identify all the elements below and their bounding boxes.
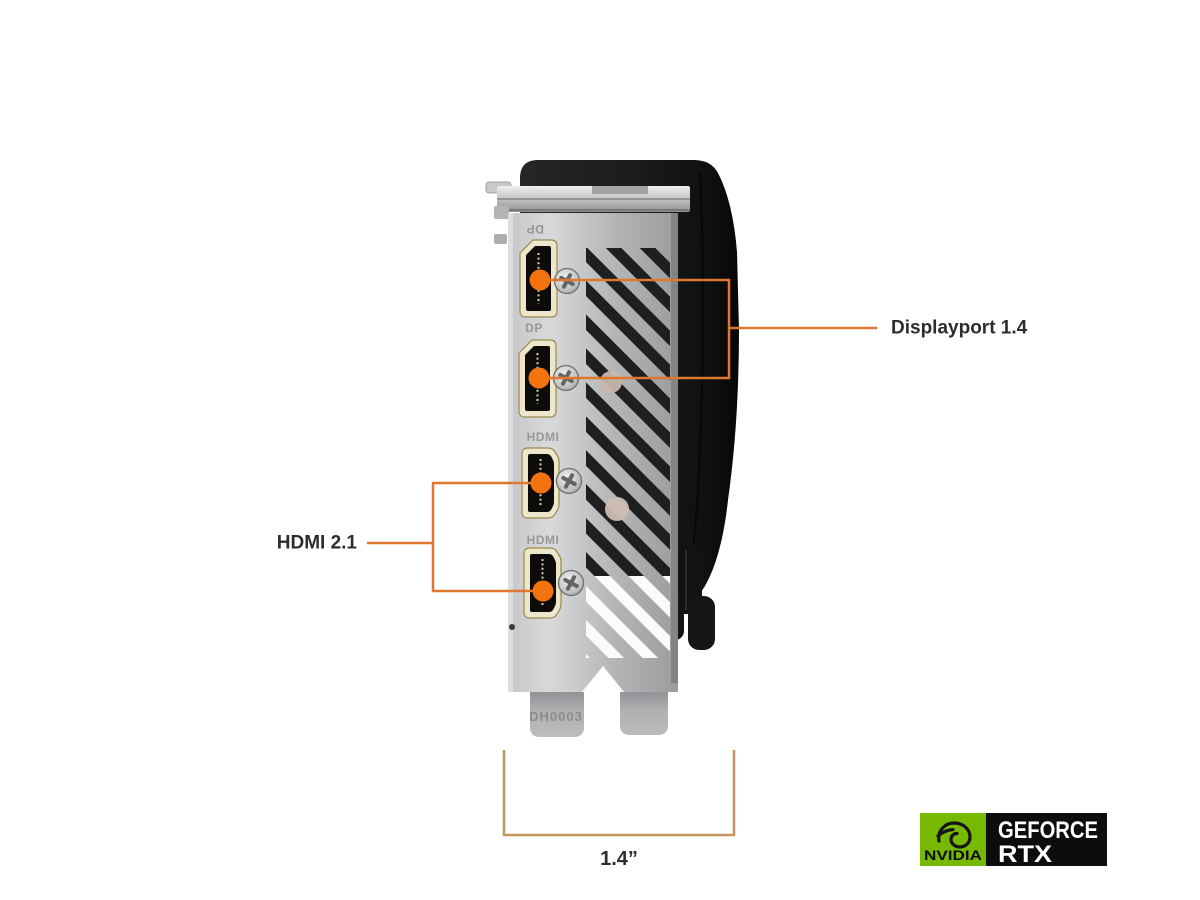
port-stamp-hdmi-1: HDMI: [527, 430, 560, 444]
port-stamp-dp-2: DP: [525, 321, 543, 335]
vent-grille-upper: [586, 248, 670, 576]
bracket-top-lip: [485, 181, 690, 244]
geforce-text: GEFORCE: [998, 817, 1098, 844]
callout-dot-dp-2: [528, 367, 550, 389]
width-dimension: 1.4”: [502, 750, 736, 870]
displayport-callout-label: Displayport 1.4: [891, 318, 1028, 339]
bracket-plate-left-highlight: [508, 213, 513, 692]
geforce-rtx-badge: NVIDIA GEFORCE RTX: [920, 813, 1107, 868]
callout-dot-hdmi-1: [530, 472, 552, 494]
nvidia-logo: NVIDIA: [924, 821, 982, 863]
rtx-text: RTX: [998, 841, 1052, 868]
graphics-card: DH0003 DP DP HDMI HDMI: [485, 160, 739, 737]
nvidia-eye-icon: [936, 821, 972, 849]
bracket-serial: DH0003: [529, 709, 583, 724]
bracket-screw-4: [557, 569, 585, 597]
hdmi-callout-lines: [367, 481, 543, 593]
callout-dots: [528, 269, 554, 602]
bracket-screw-3: [555, 467, 583, 495]
bracket-tab-right: [620, 692, 668, 735]
bracket-tab-left: [530, 692, 584, 737]
displayport-callout-lines: [539, 278, 877, 380]
badge-black-panel: [986, 813, 1107, 866]
callout-dot-hdmi-2: [532, 580, 554, 602]
hdmi-callout-label: HDMI 2.1: [277, 533, 358, 554]
width-dimension-bracket: [502, 750, 736, 837]
hdmi-callout: [367, 481, 543, 593]
port-stamp-dp-1: DP: [526, 222, 544, 236]
vent-grille-lower: [586, 576, 670, 658]
width-dimension-label: 1.4”: [600, 848, 638, 870]
nvidia-wordmark: NVIDIA: [924, 847, 982, 863]
bracket-hole-upper: [600, 371, 622, 393]
port-stamp-hdmi-2: HDMI: [527, 533, 560, 547]
callout-dot-dp-1: [529, 269, 551, 291]
bracket-plate-right-shade: [671, 213, 678, 683]
bracket-hole-lower: [605, 497, 629, 521]
displayport-callout: [539, 278, 877, 380]
bracket-rivet: [509, 624, 515, 630]
